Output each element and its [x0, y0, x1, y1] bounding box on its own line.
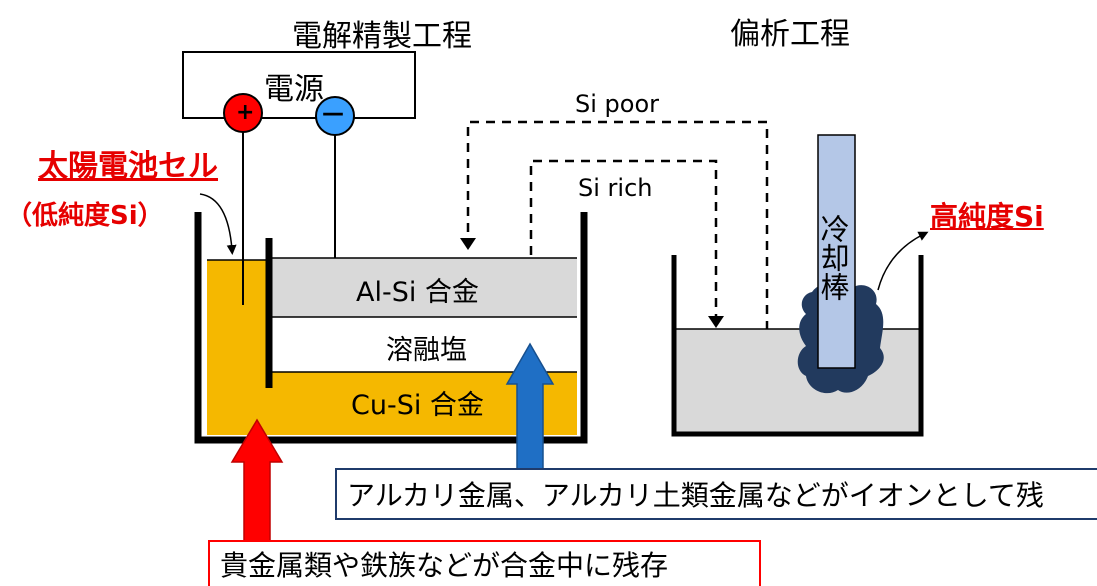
electrorefining-heading: 電解精製工程: [292, 19, 472, 54]
segregation-vessel: [671, 255, 924, 437]
si-poor-arrowhead: [460, 238, 476, 250]
blue-note-text: アルカリ金属、アルカリ土類金属などがイオンとして残: [347, 479, 1044, 512]
molten-salt-label: 溶融塩: [386, 335, 467, 366]
red-note-text: 貴金属類や鉄族などが合金中に残存: [220, 549, 669, 582]
red-note-box: 貴金属類や鉄族などが合金中に残存: [208, 540, 761, 586]
si-poor-flow: [466, 120, 769, 400]
si-poor-label: Si poor: [575, 90, 659, 118]
anode-alloy-fill: [207, 260, 271, 435]
blue-note-box: アルカリ金属、アルカリ土類金属などがイオンとして残: [335, 468, 1097, 520]
electrolysis-vessel: [194, 212, 588, 444]
negative-sign: —: [322, 101, 344, 126]
solar-cell-label: 太陽電池セル: [38, 149, 218, 184]
positive-terminal: [223, 93, 263, 133]
negative-terminal: [315, 96, 355, 136]
si-rich-label: Si rich: [578, 174, 653, 202]
si-rich-arrowhead: [708, 316, 724, 328]
cooling-rod: [817, 134, 856, 369]
power-source-box: [182, 51, 416, 119]
power-source-label: 電源: [264, 72, 324, 107]
al-si-layer: [271, 258, 577, 317]
positive-sign: +: [236, 100, 255, 125]
low-purity-label: （低純度Si）: [6, 201, 164, 231]
segregation-melt: [675, 329, 920, 433]
high-purity-label: 高純度Si: [930, 200, 1044, 233]
blue-arrow: [505, 342, 555, 471]
segregation-heading: 偏析工程: [730, 17, 850, 52]
cu-si-label: Cu-Si 合金: [351, 390, 484, 421]
al-si-label: Al-Si 合金: [356, 277, 479, 308]
cooling-rod-label: 冷却棒: [816, 214, 850, 301]
red-arrow: [230, 418, 284, 551]
si-rich-flow: [529, 159, 718, 318]
product-pointer: [877, 231, 929, 291]
solar-cell-pointer: [199, 193, 237, 255]
